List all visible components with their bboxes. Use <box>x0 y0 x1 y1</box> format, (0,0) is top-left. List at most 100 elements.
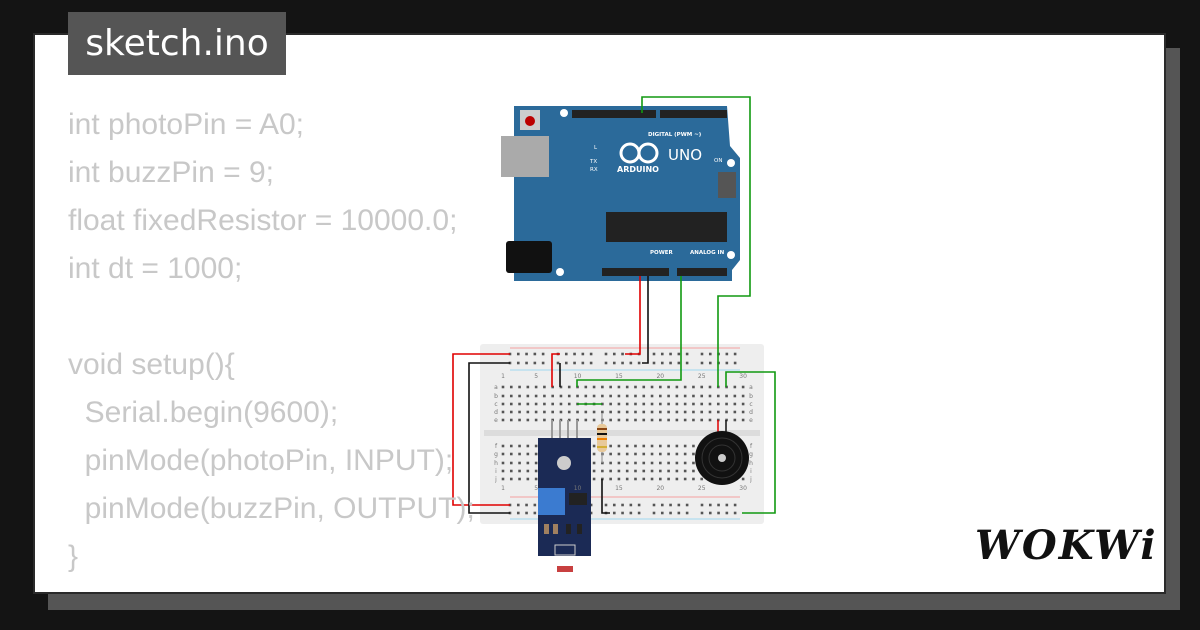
breadboard-hole <box>617 444 621 448</box>
breadboard-hole <box>650 444 654 448</box>
breadboard-hole <box>629 361 633 365</box>
breadboard-hole <box>604 361 608 365</box>
breadboard-hole <box>534 385 538 389</box>
breadboard-hole <box>625 394 629 398</box>
breadboard-hole <box>518 452 521 456</box>
row-label: d <box>749 409 753 416</box>
breadboard-hole <box>741 418 745 422</box>
breadboard-hole <box>509 444 513 448</box>
breadboard-hole <box>700 410 704 414</box>
breadboard-hole <box>592 385 596 389</box>
wire-gnd <box>642 276 649 364</box>
breadboard-hole <box>717 511 720 515</box>
row-label: b <box>749 393 753 400</box>
breadboard-hole <box>637 511 641 515</box>
breadboard-hole <box>642 410 646 414</box>
breadboard-hole <box>592 410 596 414</box>
breadboard-hole <box>716 410 720 414</box>
wokwi-logo: WOKWi <box>975 522 1158 569</box>
breadboard-hole <box>642 418 646 422</box>
breadboard-hole <box>733 352 737 356</box>
breadboard-hole <box>518 394 521 398</box>
breadboard-hole <box>634 385 637 389</box>
breadboard-hole <box>625 461 629 465</box>
breadboard-hole <box>534 444 538 448</box>
breadboard-hole <box>700 361 704 365</box>
breadboard-hole <box>534 410 538 414</box>
column-label: 30 <box>739 373 747 380</box>
breadboard-hole <box>667 402 670 406</box>
breadboard-hole <box>556 361 560 365</box>
breadboard-hole <box>669 352 672 356</box>
breadboard-hole <box>733 410 737 414</box>
column-label: 20 <box>656 485 664 492</box>
breadboard-hole <box>685 511 689 515</box>
photoresistor-module <box>538 420 591 572</box>
code-line: Serial.begin(9600); <box>68 396 339 429</box>
breadboard-hole <box>501 461 505 465</box>
breadboard-hole <box>617 418 621 422</box>
breadboard-hole <box>669 503 672 507</box>
breadboard-hole <box>642 477 646 481</box>
breadboard-hole <box>612 503 616 507</box>
breadboard-hole <box>692 461 695 465</box>
breadboard-hole <box>683 385 687 389</box>
breadboard-hole <box>564 352 568 356</box>
breadboard-hole <box>725 503 729 507</box>
breadboard-hole <box>660 352 664 356</box>
breadboard-hole <box>650 418 654 422</box>
breadboard-hole <box>650 410 654 414</box>
breadboard-hole <box>683 477 687 481</box>
breadboard-hole <box>716 394 720 398</box>
column-label: 1 <box>501 373 505 380</box>
column-label: 15 <box>615 373 623 380</box>
breadboard-hole <box>518 461 521 465</box>
breadboard-hole <box>625 444 629 448</box>
usb-port <box>501 136 549 177</box>
row-label: f <box>750 443 753 450</box>
breadboard-hole <box>708 410 712 414</box>
code-preview: int photoPin = A0; int buzzPin = 9; floa… <box>68 101 475 581</box>
breadboard-hole <box>543 402 546 406</box>
breadboard-hole <box>660 511 664 515</box>
column-label: 5 <box>534 373 538 380</box>
breadboard-hole <box>533 352 537 356</box>
digital-label: DIGITAL (PWM ~) <box>648 132 702 138</box>
breadboard-hole <box>567 410 571 414</box>
row-label: g <box>494 451 498 458</box>
breadboard-hole <box>675 394 679 398</box>
breadboard-hole <box>518 418 521 422</box>
breadboard-hole <box>533 511 537 515</box>
breadboard-hole <box>617 394 621 398</box>
breadboard-hole <box>592 477 596 481</box>
breadboard-hole <box>543 394 546 398</box>
breadboard-hole <box>501 394 505 398</box>
breadboard-hole <box>675 402 679 406</box>
breadboard-hole <box>692 394 695 398</box>
breadboard-hole <box>604 352 608 356</box>
breadboard-hole <box>543 410 546 414</box>
breadboard-hole <box>551 402 554 406</box>
breadboard-hole <box>634 418 637 422</box>
breadboard-hole <box>659 385 662 389</box>
breadboard-hole <box>559 410 563 414</box>
breadboard-hole <box>625 385 629 389</box>
breadboard-hole <box>675 477 679 481</box>
breadboard-hole <box>617 402 621 406</box>
breadboard-hole <box>526 418 530 422</box>
breadboard-hole <box>518 469 521 473</box>
breadboard-hole <box>683 444 687 448</box>
breadboard-hole <box>533 503 537 507</box>
breadboard-hole <box>501 410 505 414</box>
breadboard-hole <box>621 361 624 365</box>
breadboard-hole <box>617 385 621 389</box>
breadboard-hole <box>677 361 681 365</box>
row-label: f <box>495 443 498 450</box>
breadboard-hole <box>685 361 689 365</box>
breadboard-hole <box>637 361 641 365</box>
breadboard-hole <box>667 469 670 473</box>
wire-buzzer-gnd <box>725 371 776 514</box>
breadboard-hole <box>501 452 505 456</box>
breadboard-hole <box>708 352 712 356</box>
breadboard-hole <box>692 385 695 389</box>
